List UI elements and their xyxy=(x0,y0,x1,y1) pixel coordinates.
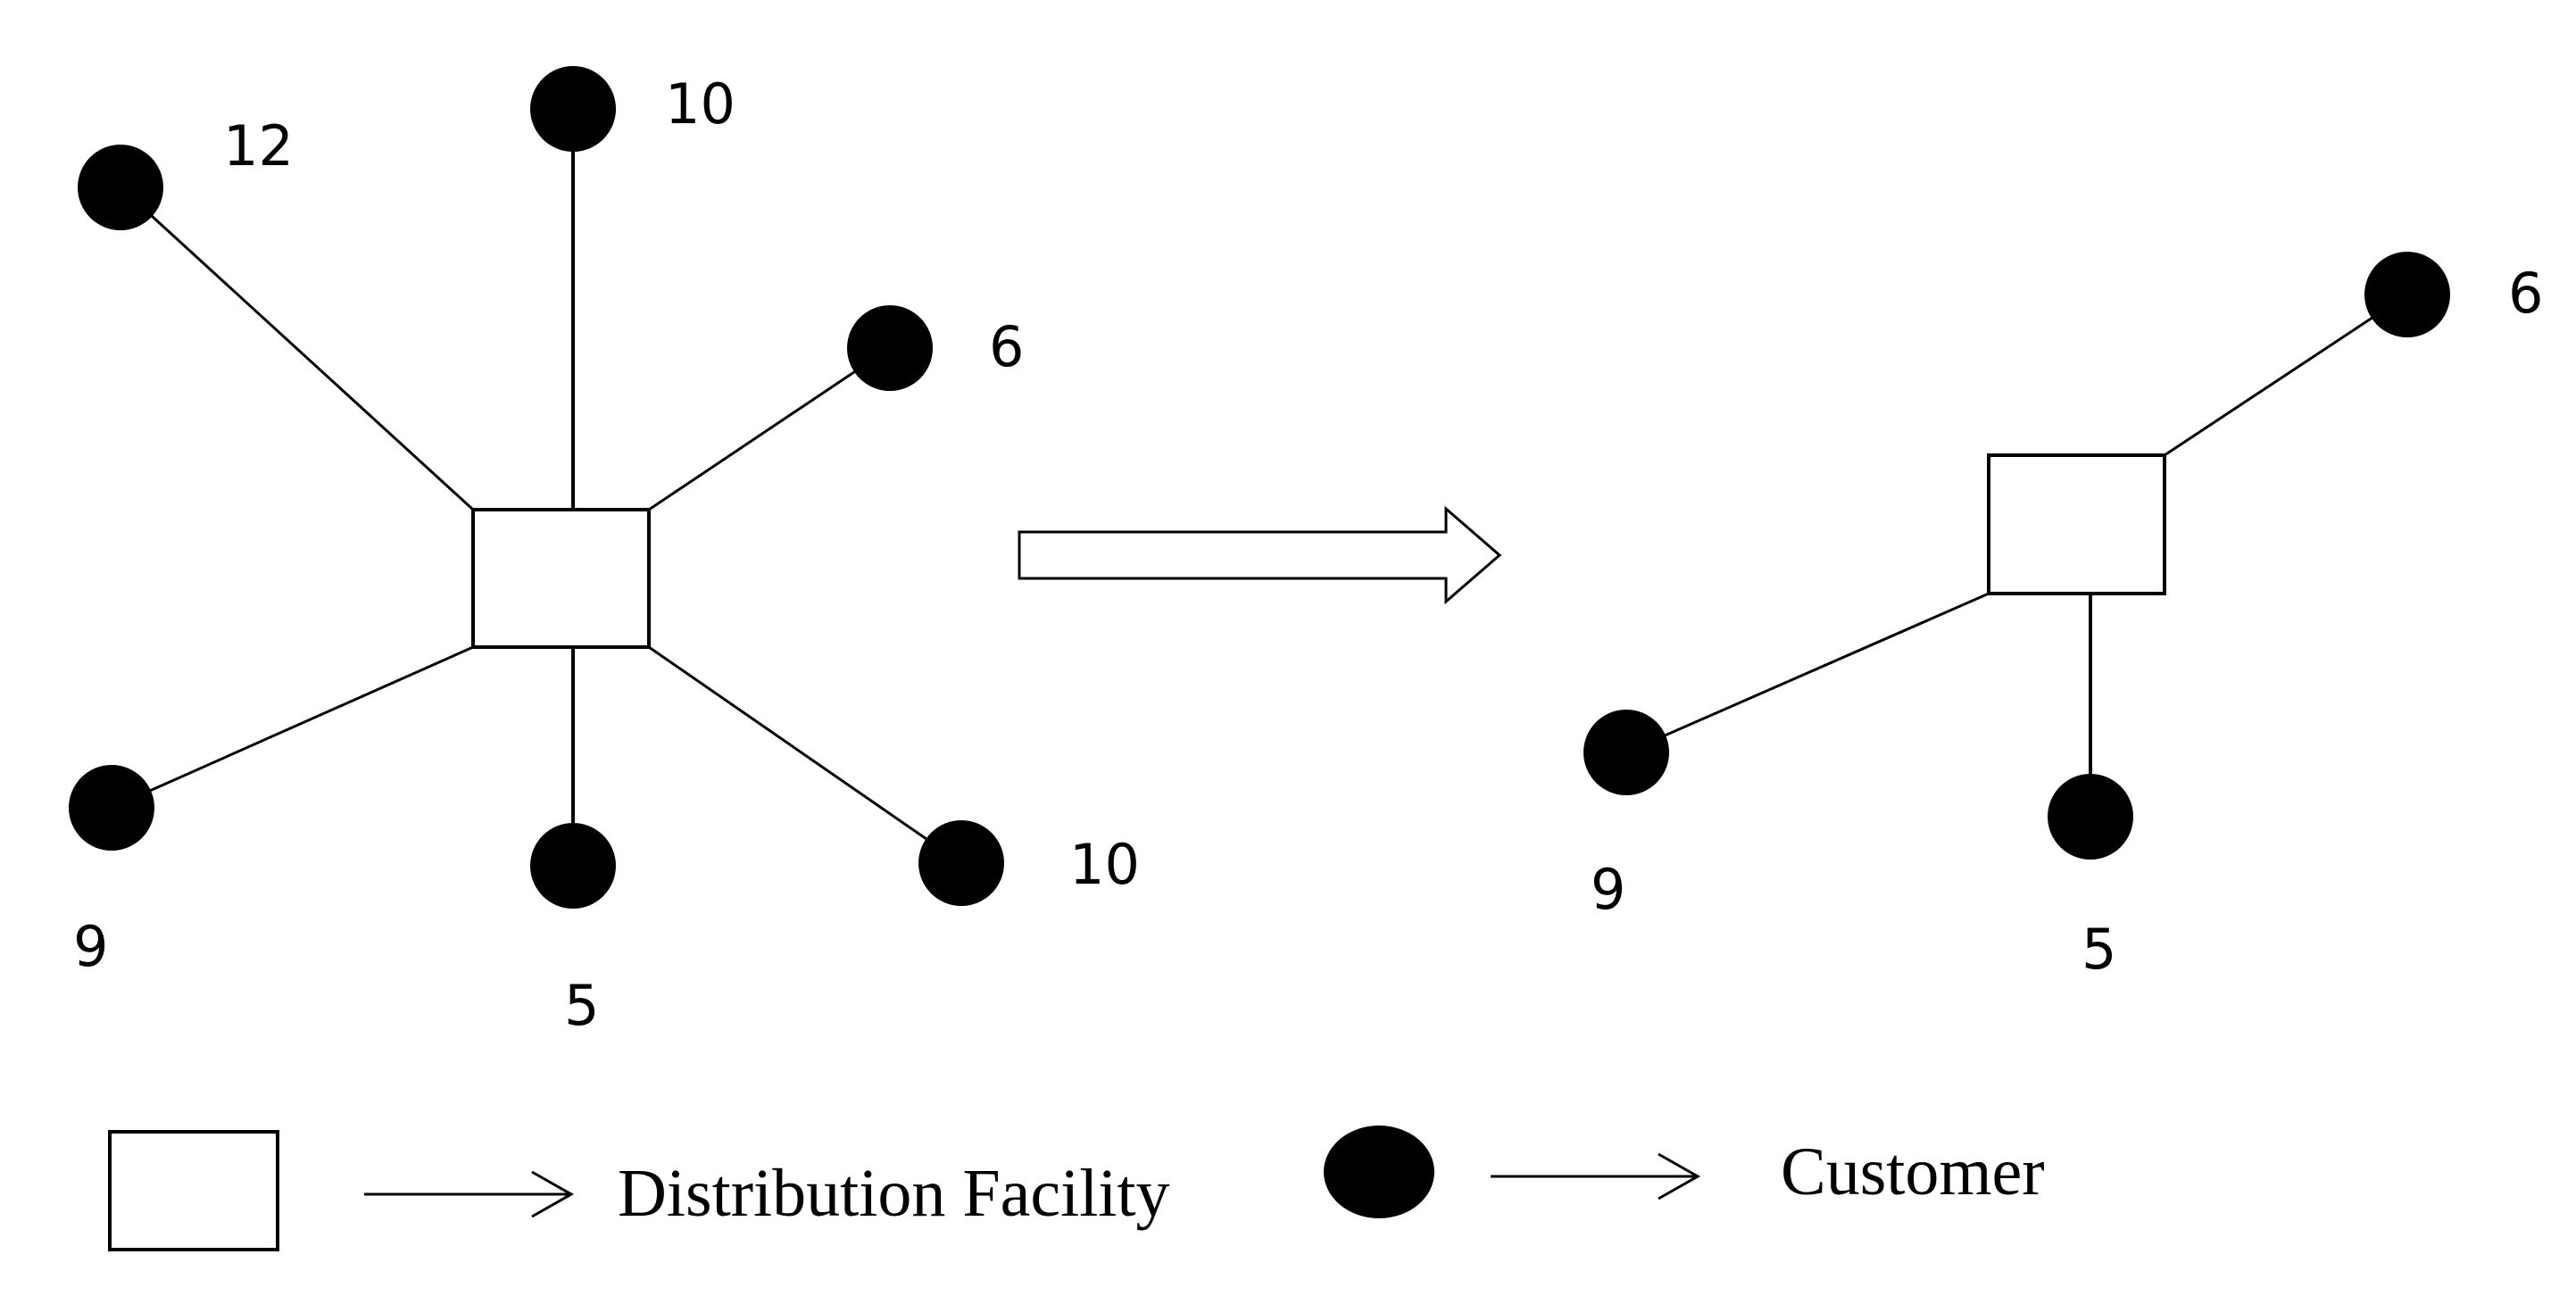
customer-after-5 xyxy=(2048,774,2133,860)
customer-before-12 xyxy=(78,145,163,230)
demand-label-before-5: 5 xyxy=(564,973,599,1038)
legend: Distribution Facility Customer xyxy=(108,1126,2045,1251)
edge-before-10-right xyxy=(648,645,962,865)
customer-before-10-right xyxy=(918,820,1004,906)
edge-before-6 xyxy=(648,346,891,511)
demand-label-after-6: 6 xyxy=(2508,261,2543,326)
edge-after-9 xyxy=(1625,592,1990,754)
demand-label-before-10-top: 10 xyxy=(665,71,735,137)
legend-facility-arrow-icon xyxy=(364,1170,575,1218)
legend-facility-label: Distribution Facility xyxy=(618,1156,1170,1231)
facility-after xyxy=(1987,453,2166,595)
demand-label-before-10-right: 10 xyxy=(1069,832,1140,897)
demand-label-before-6: 6 xyxy=(989,314,1024,379)
customer-before-10-top xyxy=(530,66,616,152)
demand-label-after-5: 5 xyxy=(2082,917,2116,982)
after-network: 6 9 5 xyxy=(1583,252,2543,982)
customer-before-5 xyxy=(530,823,616,909)
facility-before xyxy=(471,508,651,649)
demand-label-before-12: 12 xyxy=(223,113,294,179)
legend-customer-arrow-icon xyxy=(1491,1152,1701,1200)
edge-before-9 xyxy=(111,645,474,810)
demand-label-after-9: 9 xyxy=(1591,857,1625,922)
customer-after-9 xyxy=(1583,710,1669,795)
edge-after-6 xyxy=(2164,293,2408,457)
edge-before-12 xyxy=(119,186,475,511)
legend-customer-symbol xyxy=(1324,1126,1434,1218)
customer-before-9 xyxy=(69,765,154,851)
customer-before-6 xyxy=(847,305,933,391)
before-network: 12 10 6 9 5 10 xyxy=(69,66,1140,1038)
legend-facility-symbol xyxy=(108,1130,279,1251)
customer-after-6 xyxy=(2364,252,2450,337)
legend-customer-label: Customer xyxy=(1781,1134,2045,1209)
transition-arrow-icon xyxy=(1018,505,1502,605)
demand-label-before-9: 9 xyxy=(73,914,108,979)
